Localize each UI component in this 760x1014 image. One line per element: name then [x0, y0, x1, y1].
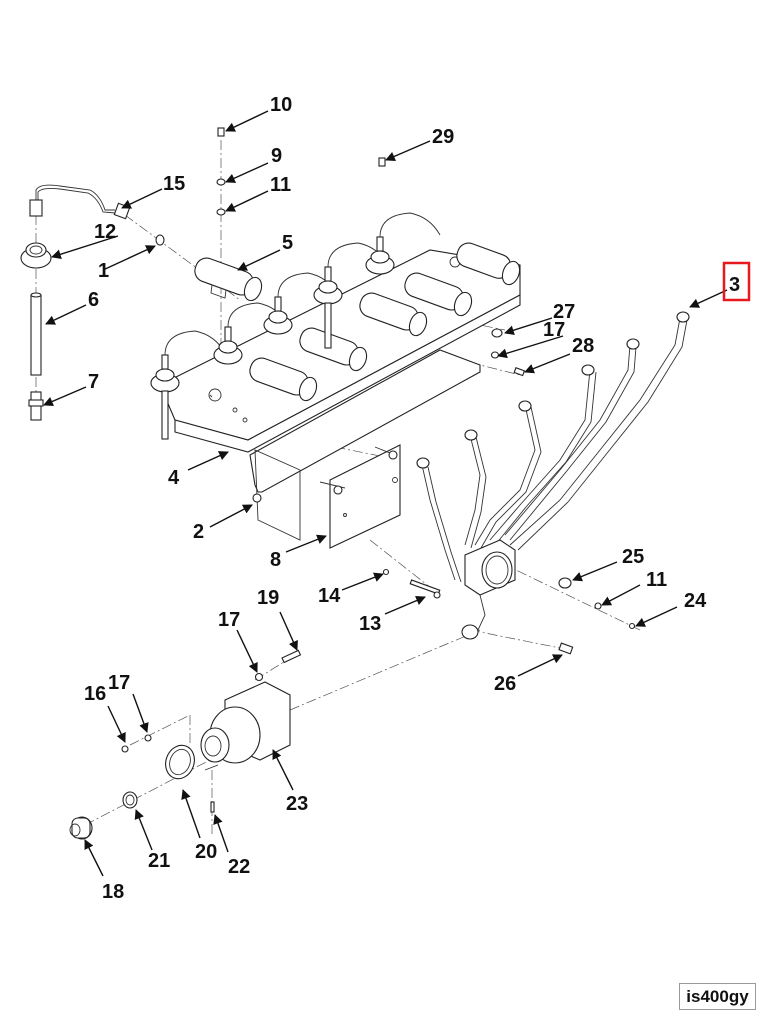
callout-16: 16: [84, 683, 106, 705]
callout-26: 26: [494, 673, 516, 695]
callout-8: 8: [270, 549, 281, 571]
callout-11b: 11: [646, 569, 667, 591]
callout-4: 4: [168, 467, 180, 489]
coil-assemblies: [194, 242, 521, 402]
callout-28: 28: [572, 335, 594, 357]
callout-27: 27: [553, 301, 575, 323]
highlighted-callout-3[interactable]: 3: [722, 261, 751, 302]
right-hardware: [382, 328, 636, 655]
callout-11: 11: [270, 174, 291, 196]
callout-highlight-box: [722, 261, 751, 302]
callout-17: 17: [543, 319, 565, 341]
nozzle-assemblies: [20, 184, 441, 440]
callout-7: 7: [88, 371, 99, 393]
callout-22: 22: [228, 856, 250, 878]
pump-housing-group: [69, 649, 302, 840]
callout-17b: 17: [218, 609, 240, 631]
callout-29: 29: [432, 126, 454, 148]
callout-3: 3: [729, 274, 740, 296]
top-hardware: [216, 127, 386, 216]
callout-5: 5: [282, 232, 293, 254]
callout-24: 24: [684, 590, 707, 612]
figure-id-label: is400gy: [679, 983, 756, 1010]
callout-labels: 10 9 11 29 15 12 1 5 6 7 3 27 17 28 4 2 …: [84, 94, 751, 903]
callout-12: 12: [94, 221, 116, 243]
callout-leaders: [43, 110, 728, 877]
callout-20: 20: [195, 841, 217, 863]
fuel-line-assembly: [416, 311, 690, 640]
callout-19: 19: [257, 587, 279, 609]
lower-bracket: [249, 349, 481, 541]
callout-9: 9: [271, 145, 282, 167]
callout-6: 6: [88, 289, 99, 311]
callout-1: 1: [98, 260, 109, 282]
callout-17c: 17: [108, 672, 130, 694]
callout-23: 23: [286, 793, 308, 815]
callout-21: 21: [148, 850, 170, 872]
callout-2: 2: [193, 521, 204, 543]
mounting-plate: [319, 444, 401, 549]
callout-25: 25: [622, 546, 644, 568]
callout-15: 15: [163, 173, 185, 195]
callout-13: 13: [359, 613, 381, 635]
callout-14: 14: [318, 585, 341, 607]
callout-18: 18: [102, 881, 124, 903]
callout-10: 10: [270, 94, 292, 116]
